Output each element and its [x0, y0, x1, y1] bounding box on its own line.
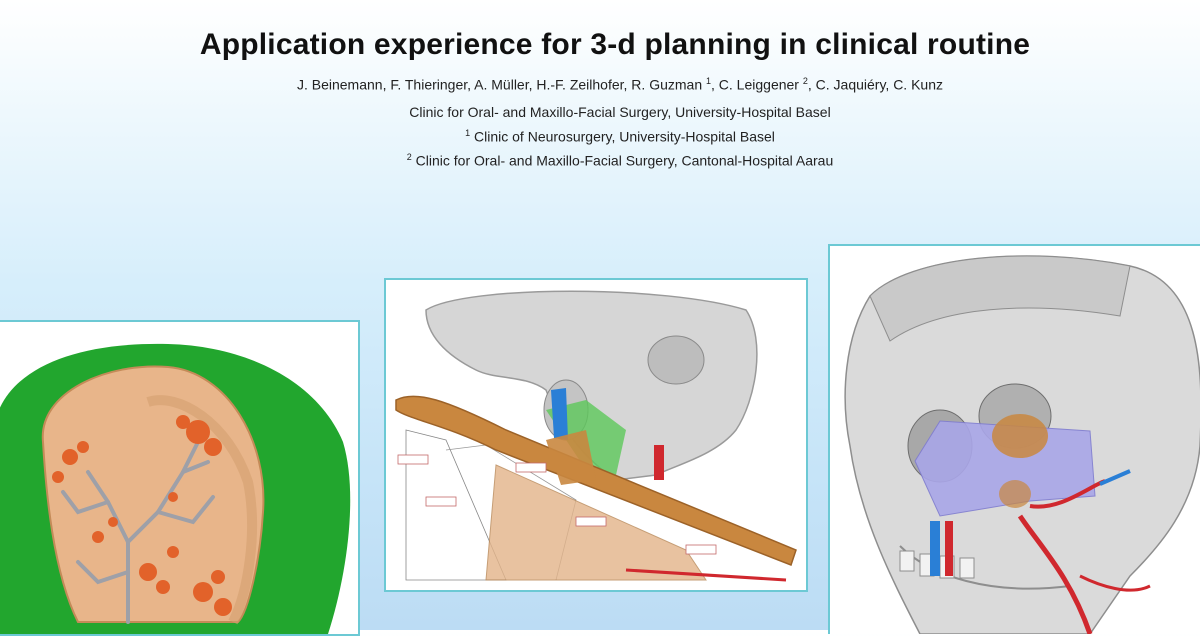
authors-sup-1: 1 [706, 76, 712, 86]
authors-main: J. Beinemann, F. Thieringer, A. Müller, … [296, 76, 703, 93]
affiliation-1: 1 Clinic of Neurosurgery, University-Hos… [0, 128, 1200, 145]
mandible-planning-figure [384, 278, 808, 592]
skull-cap-figure [0, 320, 360, 636]
authors-sup-2: 2 [802, 76, 808, 86]
affiliation-main-text: Clinic for Oral- and Maxillo-Facial Surg… [409, 104, 831, 120]
affiliation-1-text: Clinic of Neurosurgery, University-Hospi… [474, 128, 775, 145]
affiliation-2-text: Clinic for Oral- and Maxillo-Facial Surg… [415, 152, 834, 169]
author-list: J. Beinemann, F. Thieringer, A. Müller, … [0, 76, 1200, 93]
affiliation-main: Clinic for Oral- and Maxillo-Facial Surg… [0, 104, 1200, 120]
affiliation-2-sup: 2 [406, 152, 412, 162]
affiliation-2: 2 Clinic for Oral- and Maxillo-Facial Su… [0, 152, 1200, 169]
face-skull-render [844, 255, 1200, 634]
affiliation-1-sup: 1 [465, 128, 471, 138]
poster-title: Application experience for 3-d planning … [199, 28, 1031, 61]
face-skull-figure [828, 244, 1200, 634]
authors-mid: , C. Leiggener [711, 76, 799, 93]
authors-end: , C. Jaquiéry, C. Kunz [807, 76, 944, 93]
skull-cap-render [0, 343, 351, 634]
mandible-planning-render [395, 290, 797, 582]
